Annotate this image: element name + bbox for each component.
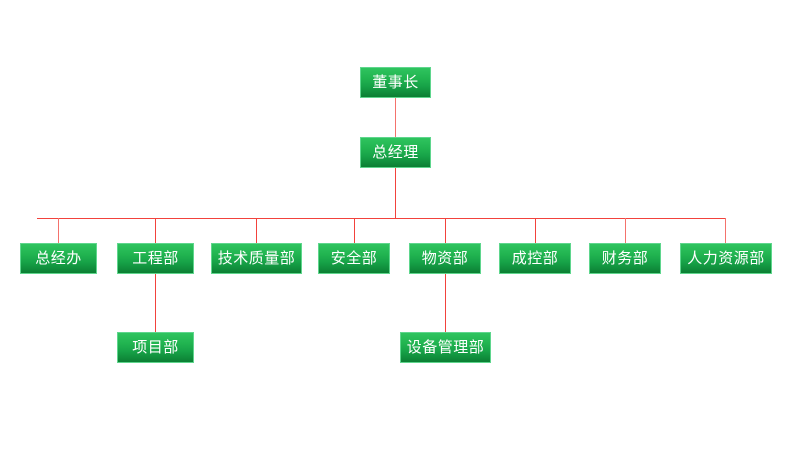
node-engineering[interactable]: 工程部 [117,243,194,274]
connector-bus-to-materials [445,218,446,243]
connector-bus-to-tech-quality [256,218,257,243]
node-human-resources[interactable]: 人力资源部 [680,243,772,274]
connector-chairman-to-gm [395,98,396,137]
connector-department-bus [37,218,726,219]
connector-materials-to-equipment [445,274,446,333]
node-gm-office[interactable]: 总经办 [20,243,97,274]
connector-bus-to-engineering [155,218,156,243]
connector-bus-to-cost-control [535,218,536,243]
node-equipment-management[interactable]: 设备管理部 [400,332,491,363]
connector-gm-to-bus [395,168,396,218]
node-materials[interactable]: 物资部 [409,243,481,274]
connector-bus-to-human-resources [725,218,726,243]
node-project[interactable]: 项目部 [117,332,194,363]
connector-bus-to-safety [354,218,355,243]
node-tech-quality[interactable]: 技术质量部 [211,243,302,274]
node-cost-control[interactable]: 成控部 [499,243,571,274]
node-safety[interactable]: 安全部 [318,243,390,274]
node-chairman[interactable]: 董事长 [360,67,431,98]
node-general-manager[interactable]: 总经理 [360,137,431,168]
connector-bus-to-finance [625,218,626,243]
node-finance[interactable]: 财务部 [589,243,661,274]
connector-engineering-to-project [155,274,156,333]
connector-bus-to-gm-office [58,218,59,243]
